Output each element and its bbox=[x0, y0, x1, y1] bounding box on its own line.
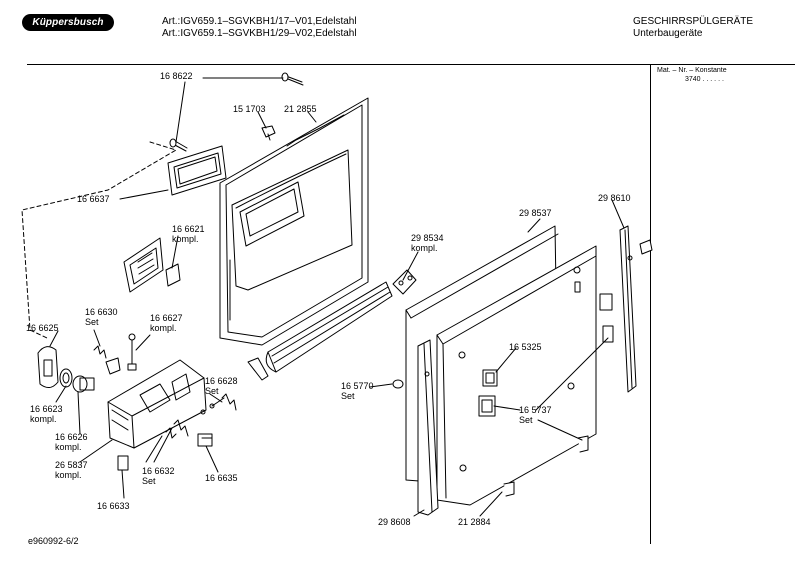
subcategory-title: Unterbaugeräte bbox=[633, 28, 703, 39]
rail-bracket bbox=[248, 358, 268, 380]
screw-left bbox=[170, 139, 187, 151]
drawing-code: e960992-6/2 bbox=[28, 536, 79, 546]
header-divider bbox=[27, 64, 795, 65]
part-label-166637: 16 6637 bbox=[77, 194, 110, 204]
brand-logo: Küppersbusch bbox=[22, 14, 114, 31]
assembly-guide-line bbox=[22, 142, 176, 338]
clip-166633 bbox=[118, 456, 128, 470]
part-label-212855: 21 2855 bbox=[284, 104, 317, 114]
part-label-298537: 29 8537 bbox=[519, 208, 552, 218]
lever-166627 bbox=[128, 334, 136, 370]
door-lock-handle bbox=[38, 347, 58, 388]
control-module bbox=[108, 360, 206, 448]
switch-166635 bbox=[198, 434, 212, 446]
hinge-part bbox=[393, 270, 416, 294]
side-strip-right bbox=[620, 226, 652, 392]
article-line-1: Art.:IGV659.1–SGVKBH1/17–V01,Edelstahl bbox=[162, 16, 357, 27]
actuator-piece bbox=[106, 358, 120, 374]
dispenser-cover bbox=[124, 238, 180, 292]
part-label-298610: 29 8610 bbox=[598, 193, 631, 203]
side-panel-divider bbox=[650, 64, 651, 544]
leader-lines bbox=[50, 78, 624, 516]
material-number-heading: Mat. – Nr. – Konstante bbox=[657, 67, 727, 74]
bracket-165325 bbox=[483, 370, 497, 386]
brand-name: Küppersbusch bbox=[32, 17, 104, 28]
knob-166623 bbox=[73, 376, 94, 392]
bracket-165737-b bbox=[600, 294, 613, 342]
side-strip-left bbox=[418, 340, 438, 515]
part-label-212884: 21 2884 bbox=[458, 517, 491, 527]
bracket-165737-a bbox=[479, 396, 495, 416]
part-label-166625: 16 6625 bbox=[26, 323, 59, 333]
springs-166628 bbox=[201, 394, 236, 414]
part-label-298608: 29 8608 bbox=[378, 517, 411, 527]
handle-frame bbox=[168, 146, 226, 195]
spacer-clip bbox=[262, 126, 275, 140]
part-label-166633: 16 6633 bbox=[97, 501, 130, 511]
material-number-value: 3740 . . . . . . bbox=[685, 76, 724, 83]
spring-166630 bbox=[94, 346, 106, 358]
clip-165770 bbox=[393, 380, 403, 388]
part-label-166635: 16 6635 bbox=[205, 473, 238, 483]
part-label-151703: 15 1703 bbox=[233, 104, 266, 114]
hook-clips bbox=[504, 436, 588, 496]
part-label-168622: 16 8622 bbox=[160, 71, 193, 81]
category-title: GESCHIRRSPÜLGERÄTE bbox=[633, 16, 754, 27]
springs-166632 bbox=[166, 420, 188, 438]
inner-door-panel bbox=[220, 98, 368, 345]
article-line-2: Art.:IGV659.1–SGVKBH1/29–V02,Edelstahl bbox=[162, 28, 357, 39]
screw-top bbox=[282, 73, 303, 85]
outer-door-panel bbox=[437, 246, 596, 505]
part-label-165325: 16 5325 bbox=[509, 342, 542, 352]
ring-seal bbox=[60, 369, 72, 387]
door-bottom-rail bbox=[266, 282, 392, 372]
